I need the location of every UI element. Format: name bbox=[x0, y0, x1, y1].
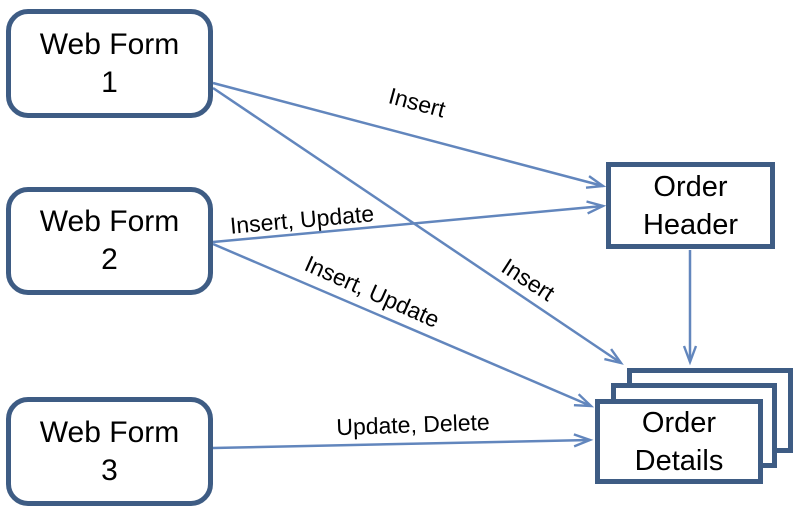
node-label: Web Form bbox=[39, 415, 180, 449]
node-label: 3 bbox=[101, 453, 118, 487]
node-label: Order bbox=[653, 170, 728, 203]
edge-wf1-to-header bbox=[212, 81, 607, 189]
edge-label-wf3-to-details: Update, Delete bbox=[335, 408, 491, 441]
edge-wf2-to-header bbox=[212, 200, 607, 244]
node-label: Web Form bbox=[39, 205, 180, 238]
node-label: Web Form bbox=[39, 27, 180, 61]
edge-wf3-to-details bbox=[212, 433, 594, 450]
node-label: Details bbox=[634, 444, 724, 477]
node-order-details: Order Details bbox=[595, 399, 763, 484]
node-order-header: Order Header bbox=[606, 162, 775, 249]
node-web-form-2: Web Form 2 bbox=[6, 187, 213, 295]
edge-wf2-to-details bbox=[212, 242, 595, 408]
node-label: 1 bbox=[101, 65, 118, 99]
node-web-form-1: Web Form 1 bbox=[6, 9, 213, 118]
node-label: Header bbox=[642, 208, 739, 241]
edge-wf1-to-details bbox=[212, 86, 624, 365]
node-label: Order bbox=[641, 406, 717, 439]
node-web-form-3: Web Form 3 bbox=[6, 397, 213, 506]
node-label: 2 bbox=[101, 243, 118, 276]
